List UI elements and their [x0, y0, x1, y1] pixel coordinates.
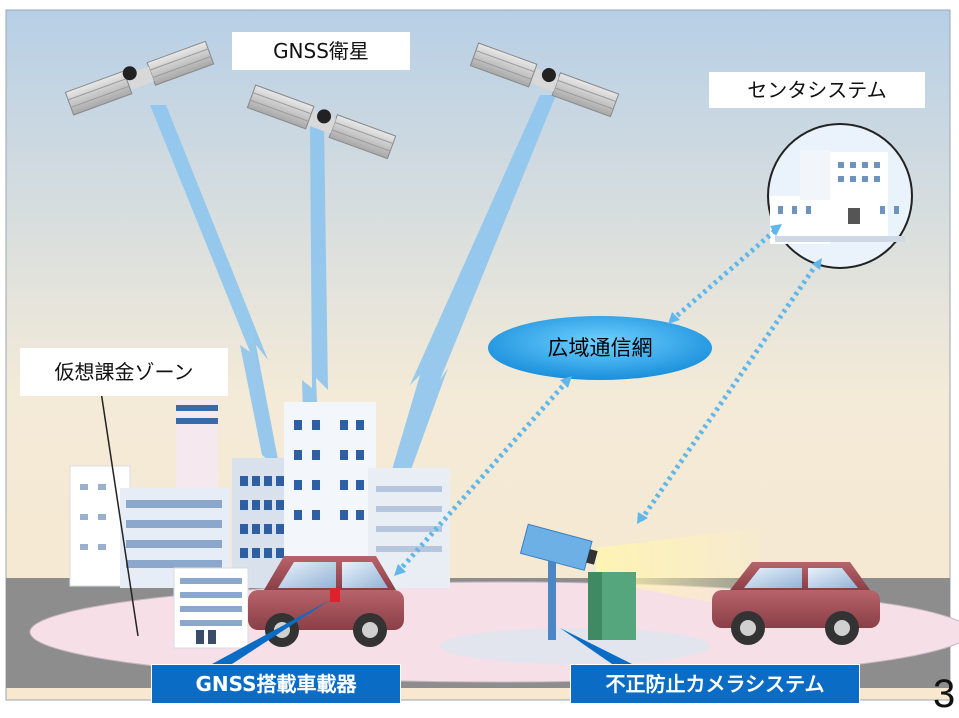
- car-icon: [248, 556, 404, 647]
- camera-system-label: 不正防止カメラシステム: [570, 664, 860, 704]
- satellite-icon: [64, 40, 215, 116]
- communication-links: [396, 226, 821, 574]
- building-icon: [173, 567, 249, 649]
- onboard-unit-label: GNSS搭載車載器: [151, 664, 401, 704]
- onboard-callout-pointer: [212, 600, 330, 664]
- virtual-zone-label: 仮想課金ゾーン: [20, 348, 228, 396]
- camera-callout-pointer: [560, 628, 632, 664]
- satellite-icon: [246, 84, 397, 160]
- center-system-label: センタシステム: [709, 72, 925, 108]
- building-icon: [232, 458, 290, 588]
- satellite-icon: [469, 42, 620, 118]
- network-label: 広域通信網: [547, 336, 653, 360]
- camera-zone-area: [440, 628, 710, 664]
- satellite-label: GNSS衛星: [232, 32, 410, 70]
- zone-leader-line: [99, 384, 139, 637]
- beam-left: [150, 105, 280, 470]
- link-arrowheads: [394, 224, 822, 576]
- beam-right: [386, 95, 556, 500]
- center-building-icon: [767, 123, 913, 269]
- page-number: 3: [933, 674, 956, 716]
- car-icon: [712, 562, 880, 645]
- network-oval: [488, 316, 712, 380]
